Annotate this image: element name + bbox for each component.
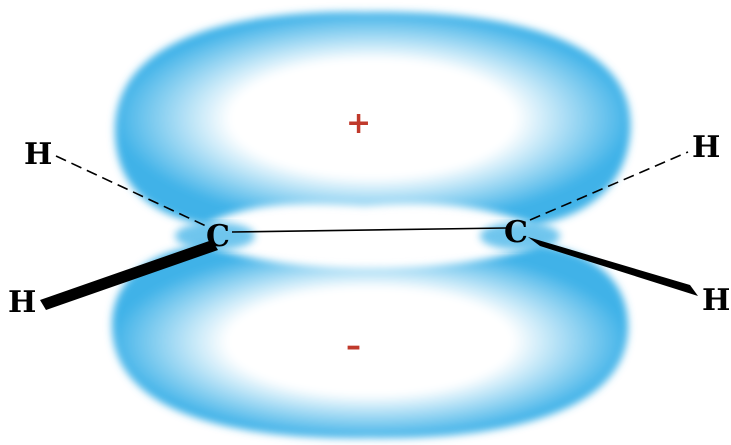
dashed-bond-upper-right (529, 151, 689, 221)
upper-lobe-plus-sign: + (346, 106, 371, 141)
upper-lobe (115, 11, 631, 225)
carbon-left-label: C (206, 219, 230, 254)
wedge-bond-lower-right (528, 237, 698, 296)
lower-lobe-minus-sign: – (346, 329, 361, 364)
wedge-bond-lower-left (40, 240, 218, 310)
hydrogen-lower-left-label: H (8, 285, 36, 320)
carbon-right-label: C (504, 215, 528, 250)
upper-lobe-shape (115, 11, 631, 225)
lower-lobe (112, 245, 629, 439)
lower-lobe-shape (112, 245, 629, 439)
carbon-carbon-bond (231, 227, 507, 233)
hydrogen-upper-left-label: H (24, 137, 52, 172)
hydrogen-lower-right-label: H (702, 283, 730, 318)
hydrogen-upper-right-label: H (692, 130, 720, 165)
left-node-shading (175, 222, 255, 250)
dashed-bond-upper-left (55, 155, 207, 227)
